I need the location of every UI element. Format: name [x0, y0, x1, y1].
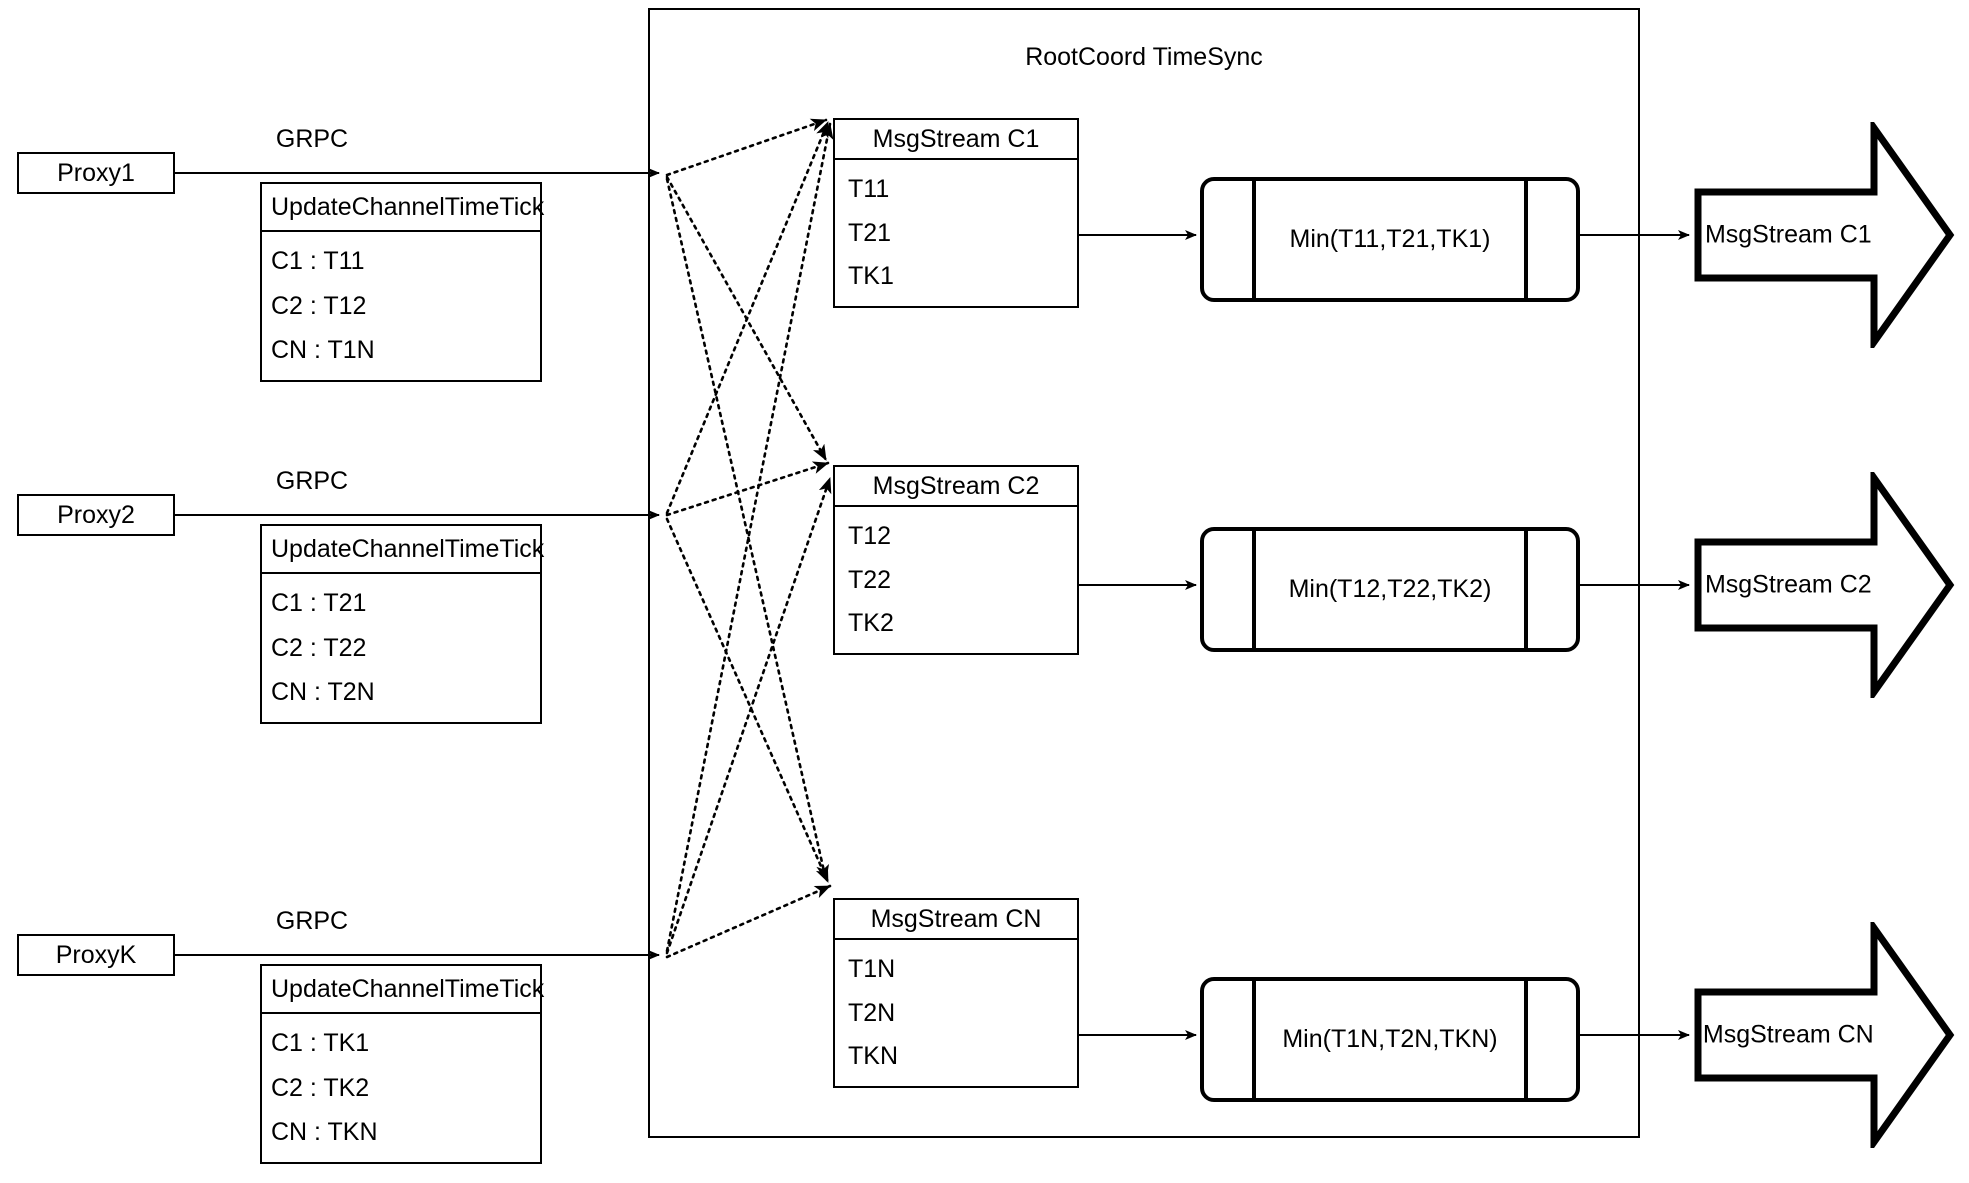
uctt-title-3: UpdateChannelTimeTick: [262, 966, 544, 1014]
output-block-arrow-label-2: MsgStream C2: [1704, 570, 1872, 599]
msgstream-row: TK2: [848, 609, 894, 638]
block-arrow-shape: [1694, 922, 1955, 1148]
uctt-rows-1: C1 : T11 C2 : T12 CN : T1N: [262, 232, 540, 380]
uctt-row: C1 : T11: [271, 247, 365, 276]
uctt-row: C2 : T12: [271, 291, 367, 320]
uctt-row: C1 : TK1: [271, 1029, 370, 1058]
proxy-label-2: Proxy2: [57, 500, 135, 529]
msgstream-title-1: MsgStream C1: [835, 120, 1077, 160]
block-arrow-shape: [1694, 122, 1955, 348]
uctt-row: CN : T1N: [271, 335, 375, 364]
uctt-rows-2: C1 : T21 C2 : T22 CN : T2N: [262, 574, 540, 722]
min-process-label-1: Min(T11,T21,TK1): [1289, 225, 1491, 253]
output-block-arrow-label-3: MsgStream CN: [1702, 1020, 1874, 1049]
uctt-row: C1 : T21: [271, 589, 367, 618]
output-block-arrow-label-1: MsgStream C1: [1704, 220, 1872, 249]
uctt-title-1: UpdateChannelTimeTick: [262, 184, 544, 232]
grpc-label-2: GRPC: [275, 467, 349, 495]
uctt-row: CN : T2N: [271, 677, 375, 706]
msgstream-row: TK1: [848, 262, 894, 291]
proxy-box-2[interactable]: Proxy2: [17, 494, 175, 536]
update-channel-timetick-box-3: UpdateChannelTimeTick C1 : TK1 C2 : TK2 …: [260, 964, 544, 1164]
min-process-1: Min(T11,T21,TK1): [1200, 177, 1580, 302]
grpc-label-1: GRPC: [275, 125, 349, 153]
msgstream-rows-2: T12 T22 TK2: [835, 507, 1077, 653]
process-divider-right: [1524, 177, 1528, 302]
min-process-3: Min(T1N,T2N,TKN): [1200, 977, 1580, 1102]
rootcoord-timesync-title: RootCoord TimeSync: [1025, 43, 1263, 71]
msgstream-row: T21: [848, 218, 892, 247]
msgstream-row: T1N: [848, 954, 896, 983]
proxy-box-1[interactable]: Proxy1: [17, 152, 175, 194]
min-process-label-2: Min(T12,T22,TK2): [1288, 575, 1492, 603]
update-channel-timetick-box-2: UpdateChannelTimeTick C1 : T21 C2 : T22 …: [260, 524, 544, 724]
uctt-row: C2 : TK2: [271, 1073, 370, 1102]
uctt-row: CN : TKN: [271, 1117, 378, 1146]
process-divider-left: [1252, 527, 1256, 652]
min-process-2: Min(T12,T22,TK2): [1200, 527, 1580, 652]
msgstream-box-1: MsgStream C1 T11 T21 TK1: [833, 118, 1079, 308]
uctt-rows-3: C1 : TK1 C2 : TK2 CN : TKN: [262, 1014, 540, 1162]
grpc-label-3: GRPC: [275, 907, 349, 935]
msgstream-row: TKN: [848, 1042, 898, 1071]
process-divider-right: [1524, 527, 1528, 652]
msgstream-rows-1: T11 T21 TK1: [835, 160, 1077, 306]
msgstream-box-3: MsgStream CN T1N T2N TKN: [833, 898, 1079, 1088]
process-divider-left: [1252, 177, 1256, 302]
output-block-arrow-3: MsgStream CN: [1694, 922, 1956, 1148]
msgstream-title-3: MsgStream CN: [835, 900, 1077, 940]
min-process-label-3: Min(T1N,T2N,TKN): [1282, 1025, 1498, 1053]
uctt-title-2: UpdateChannelTimeTick: [262, 526, 544, 574]
msgstream-row: T11: [848, 174, 890, 203]
msgstream-title-2: MsgStream C2: [835, 467, 1077, 507]
proxy-label-3: ProxyK: [55, 940, 137, 969]
rootcoord-timesync-container: [648, 8, 1640, 1138]
msgstream-row: T12: [848, 521, 892, 550]
msgstream-rows-3: T1N T2N TKN: [835, 940, 1077, 1086]
output-block-arrow-1: MsgStream C1: [1694, 122, 1956, 348]
block-arrow-shape: [1694, 472, 1955, 698]
process-divider-left: [1252, 977, 1256, 1102]
msgstream-row: T2N: [848, 998, 896, 1027]
update-channel-timetick-box-1: UpdateChannelTimeTick C1 : T11 C2 : T12 …: [260, 182, 544, 382]
msgstream-row: T22: [848, 565, 892, 594]
msgstream-box-2: MsgStream C2 T12 T22 TK2: [833, 465, 1079, 655]
proxy-box-3[interactable]: ProxyK: [17, 934, 175, 976]
process-divider-right: [1524, 977, 1528, 1102]
proxy-label-1: Proxy1: [57, 158, 135, 187]
output-block-arrow-2: MsgStream C2: [1694, 472, 1956, 698]
uctt-row: C2 : T22: [271, 633, 367, 662]
